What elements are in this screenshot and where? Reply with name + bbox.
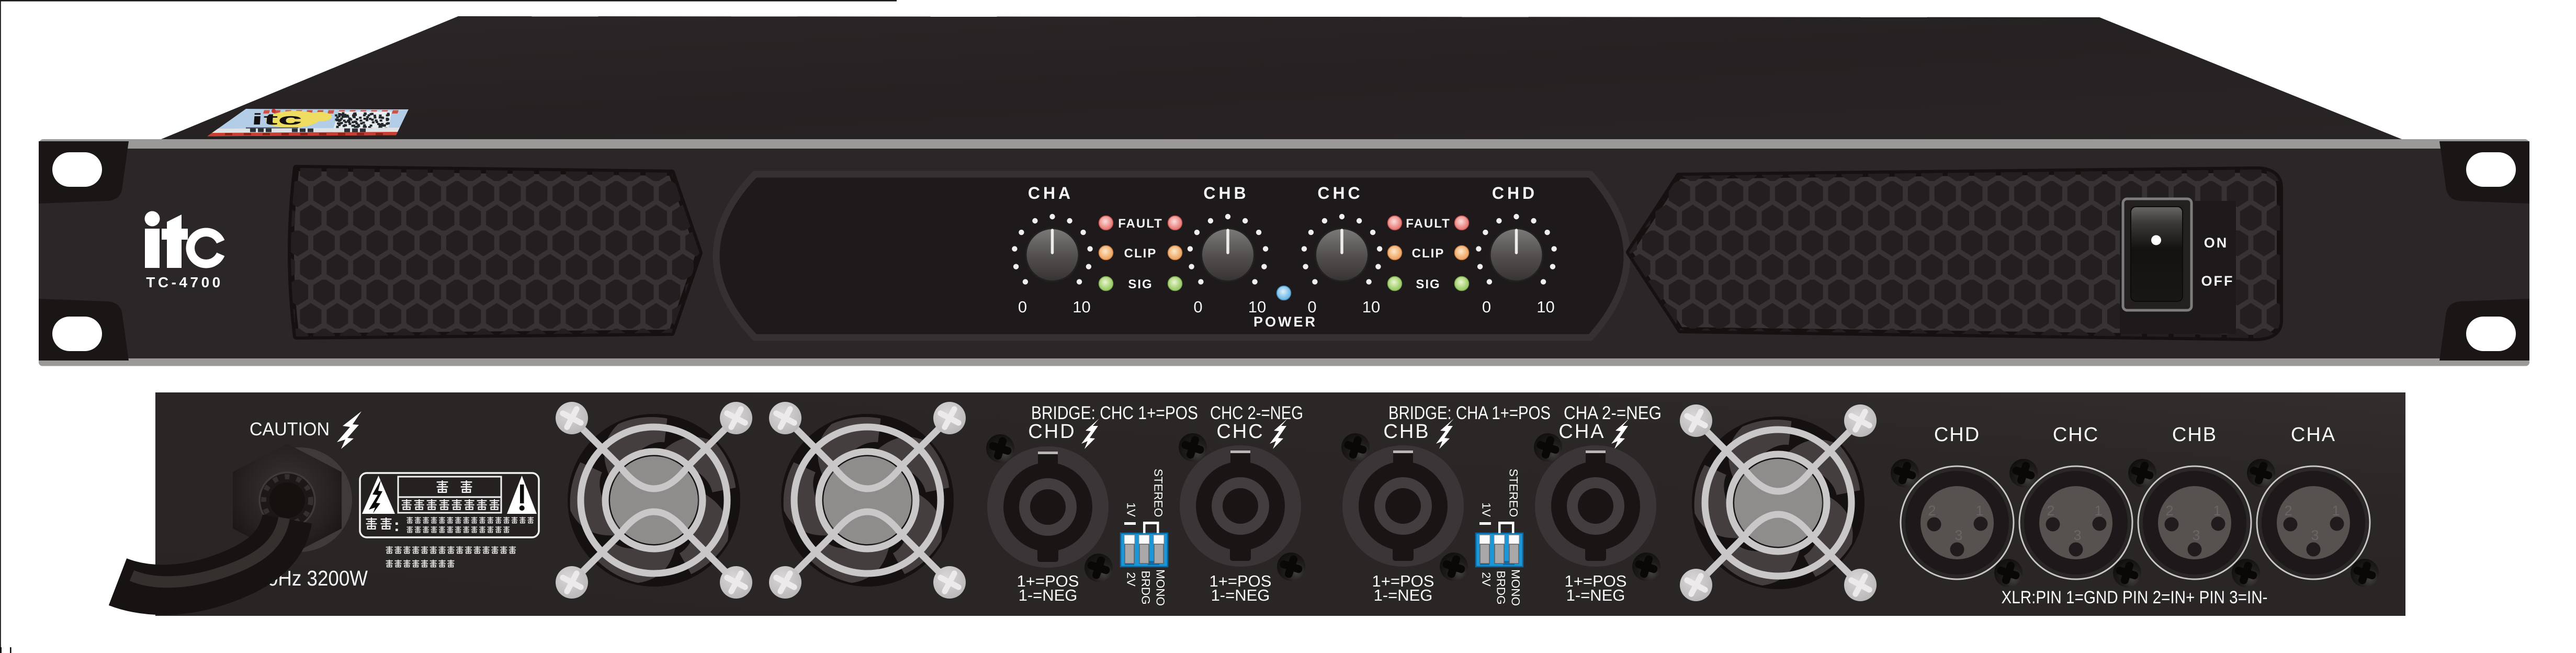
svg-text:1: 1: [2213, 503, 2221, 519]
svg-text:2: 2: [2047, 503, 2054, 519]
svg-text:CHA: CHA: [1028, 184, 1074, 202]
svg-text:SIG: SIG: [1128, 277, 1153, 291]
svg-text:10: 10: [1536, 298, 1554, 316]
svg-text:XLR:PIN 1=GND PIN 2=IN+ PIN 3=: XLR:PIN 1=GND PIN 2=IN+ PIN 3=IN-: [2002, 588, 2268, 607]
svg-text:FAULT: FAULT: [1118, 217, 1163, 231]
svg-text:1+=POS: 1+=POS: [1017, 572, 1079, 590]
svg-text:CLIP: CLIP: [1412, 246, 1445, 261]
svg-text:1+=POS: 1+=POS: [1565, 572, 1627, 590]
svg-text:1-=NEG: 1-=NEG: [1566, 586, 1625, 604]
svg-text:MONO: MONO: [1154, 569, 1167, 606]
svg-text:FAULT: FAULT: [1406, 217, 1451, 231]
svg-text:CHA 2-=NEG: CHA 2-=NEG: [1564, 403, 1662, 423]
svg-text:0: 0: [1193, 298, 1202, 316]
svg-text:1: 1: [1975, 503, 1983, 519]
svg-text:BRIDGE: CHA 1+=POS: BRIDGE: CHA 1+=POS: [1388, 403, 1551, 423]
svg-text:CAUTION: CAUTION: [250, 419, 330, 440]
svg-text:CHA: CHA: [1558, 421, 1605, 443]
svg-text:2V: 2V: [1125, 572, 1138, 587]
svg-text:BRDG: BRDG: [1495, 570, 1508, 604]
svg-text:MONO: MONO: [1509, 569, 1522, 606]
svg-text:2: 2: [2165, 503, 2173, 519]
svg-text:0: 0: [1307, 298, 1316, 316]
svg-text:STEREO: STEREO: [1507, 469, 1520, 517]
svg-text:BRIDGE: CHC 1+=POS: BRIDGE: CHC 1+=POS: [1031, 403, 1198, 423]
svg-text:SIG: SIG: [1416, 277, 1440, 291]
svg-text:CLIP: CLIP: [1124, 246, 1157, 261]
svg-text:2V: 2V: [1480, 572, 1493, 587]
svg-text:CHD: CHD: [1492, 184, 1538, 202]
svg-text:CHB: CHB: [2172, 424, 2217, 446]
svg-text:CHA: CHA: [2291, 424, 2336, 446]
svg-text:STEREO: STEREO: [1152, 469, 1165, 517]
svg-text::: :: [394, 516, 400, 535]
svg-text:10: 10: [1248, 298, 1266, 316]
svg-text:itc: itc: [251, 111, 303, 128]
svg-text:CHC 2-=NEG: CHC 2-=NEG: [1210, 403, 1303, 423]
svg-text:1+=POS: 1+=POS: [1210, 572, 1272, 590]
svg-text:CHB: CHB: [1203, 184, 1249, 202]
svg-text:1: 1: [2332, 503, 2340, 519]
svg-text:OFF: OFF: [2201, 273, 2234, 289]
svg-text:CHC: CHC: [2053, 424, 2099, 446]
svg-text:POWER: POWER: [1253, 314, 1317, 330]
svg-text:3: 3: [1954, 527, 1962, 543]
svg-text:TC-4700: TC-4700: [146, 274, 223, 290]
svg-text:1-=NEG: 1-=NEG: [1019, 586, 1078, 604]
svg-text:CHD: CHD: [1028, 421, 1076, 443]
svg-text:1V: 1V: [1480, 502, 1493, 517]
svg-text:CHB: CHB: [1383, 421, 1430, 443]
svg-text:3: 3: [2073, 527, 2081, 543]
svg-text:1-=NEG: 1-=NEG: [1374, 586, 1433, 604]
svg-text:CHC: CHC: [1216, 421, 1264, 443]
svg-text:3: 3: [2192, 527, 2200, 543]
svg-text:CHC: CHC: [1317, 184, 1363, 202]
svg-text:0: 0: [1482, 298, 1491, 316]
svg-text:1+=POS: 1+=POS: [1372, 572, 1434, 590]
svg-text:2: 2: [2284, 503, 2292, 519]
svg-text:1V: 1V: [1125, 502, 1138, 517]
svg-text:0: 0: [1018, 298, 1027, 316]
svg-text:10: 10: [1362, 298, 1380, 316]
svg-text:BRDG: BRDG: [1139, 570, 1153, 604]
svg-text:CHD: CHD: [1934, 424, 1980, 446]
svg-text:ON: ON: [2204, 235, 2229, 251]
svg-text:2: 2: [1928, 503, 1936, 519]
svg-text:3: 3: [2311, 527, 2319, 543]
svg-text:10: 10: [1072, 298, 1090, 316]
svg-text:1: 1: [2094, 503, 2102, 519]
svg-text:1-=NEG: 1-=NEG: [1211, 586, 1270, 604]
